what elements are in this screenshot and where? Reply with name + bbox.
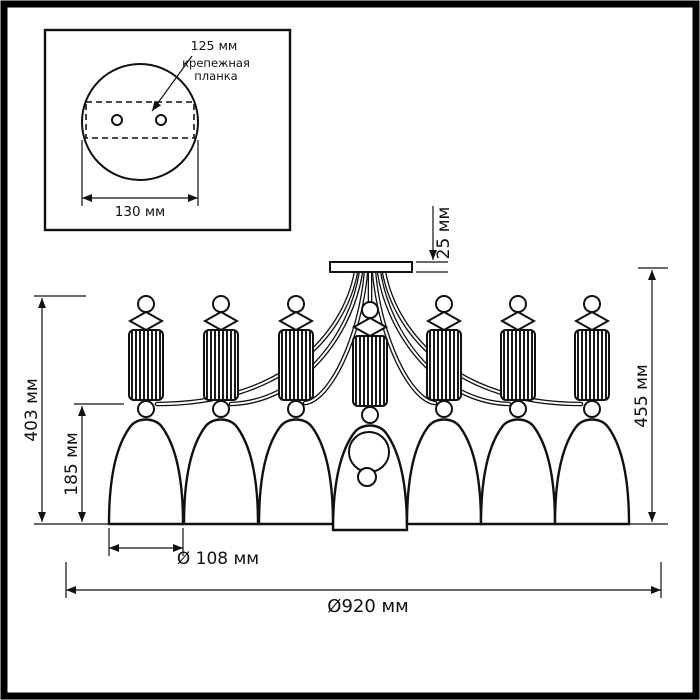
shade-diameter-label: Ø 108 мм [177, 549, 259, 569]
center-ornament-ball [357, 467, 377, 487]
plate-label-line2: планка [194, 69, 237, 83]
canopy-circle [81, 63, 199, 181]
center-ornament-ring [348, 431, 390, 473]
lamp-5 [405, 294, 483, 526]
mounting-inset: 125 мм крепежная планка 130 мм [43, 28, 292, 232]
shade-section-height-label: 185 мм [62, 432, 82, 496]
mount-hole-left [111, 114, 123, 126]
lamp-6 [479, 294, 557, 526]
lamp-3 [257, 294, 335, 526]
lamp-1 [107, 294, 185, 526]
ceiling-canopy [329, 261, 413, 273]
arm-near-right-inner [373, 271, 436, 404]
plate-width-label: 130 мм [115, 204, 165, 220]
hole-spacing-label: 125 мм [191, 38, 238, 53]
overall-diameter-label: Ø920 мм [327, 596, 408, 617]
lamp-2 [182, 294, 260, 526]
overall-height-right-label: 455 мм [632, 364, 652, 428]
lamp-7 [553, 294, 631, 526]
mount-hole-right [155, 114, 167, 126]
canopy-height-label: 25 мм [434, 207, 454, 260]
arm-mid-left-inner [230, 271, 362, 405]
chandelier [107, 261, 631, 532]
arm-far-left [154, 269, 359, 407]
arm-near-left-inner [304, 271, 367, 404]
plate-label-line1: крепежная [182, 56, 250, 70]
lamp-4-center [331, 300, 409, 532]
arm-mid-right-inner [378, 271, 510, 405]
overall-height-left-label: 403 мм [22, 378, 42, 442]
plate-leader-line [151, 55, 193, 112]
mounting-plate-dashed [85, 101, 195, 139]
dimension-annotations: 25 мм 403 мм 185 мм 455 мм Ø 108 мм Ø920… [22, 206, 668, 617]
